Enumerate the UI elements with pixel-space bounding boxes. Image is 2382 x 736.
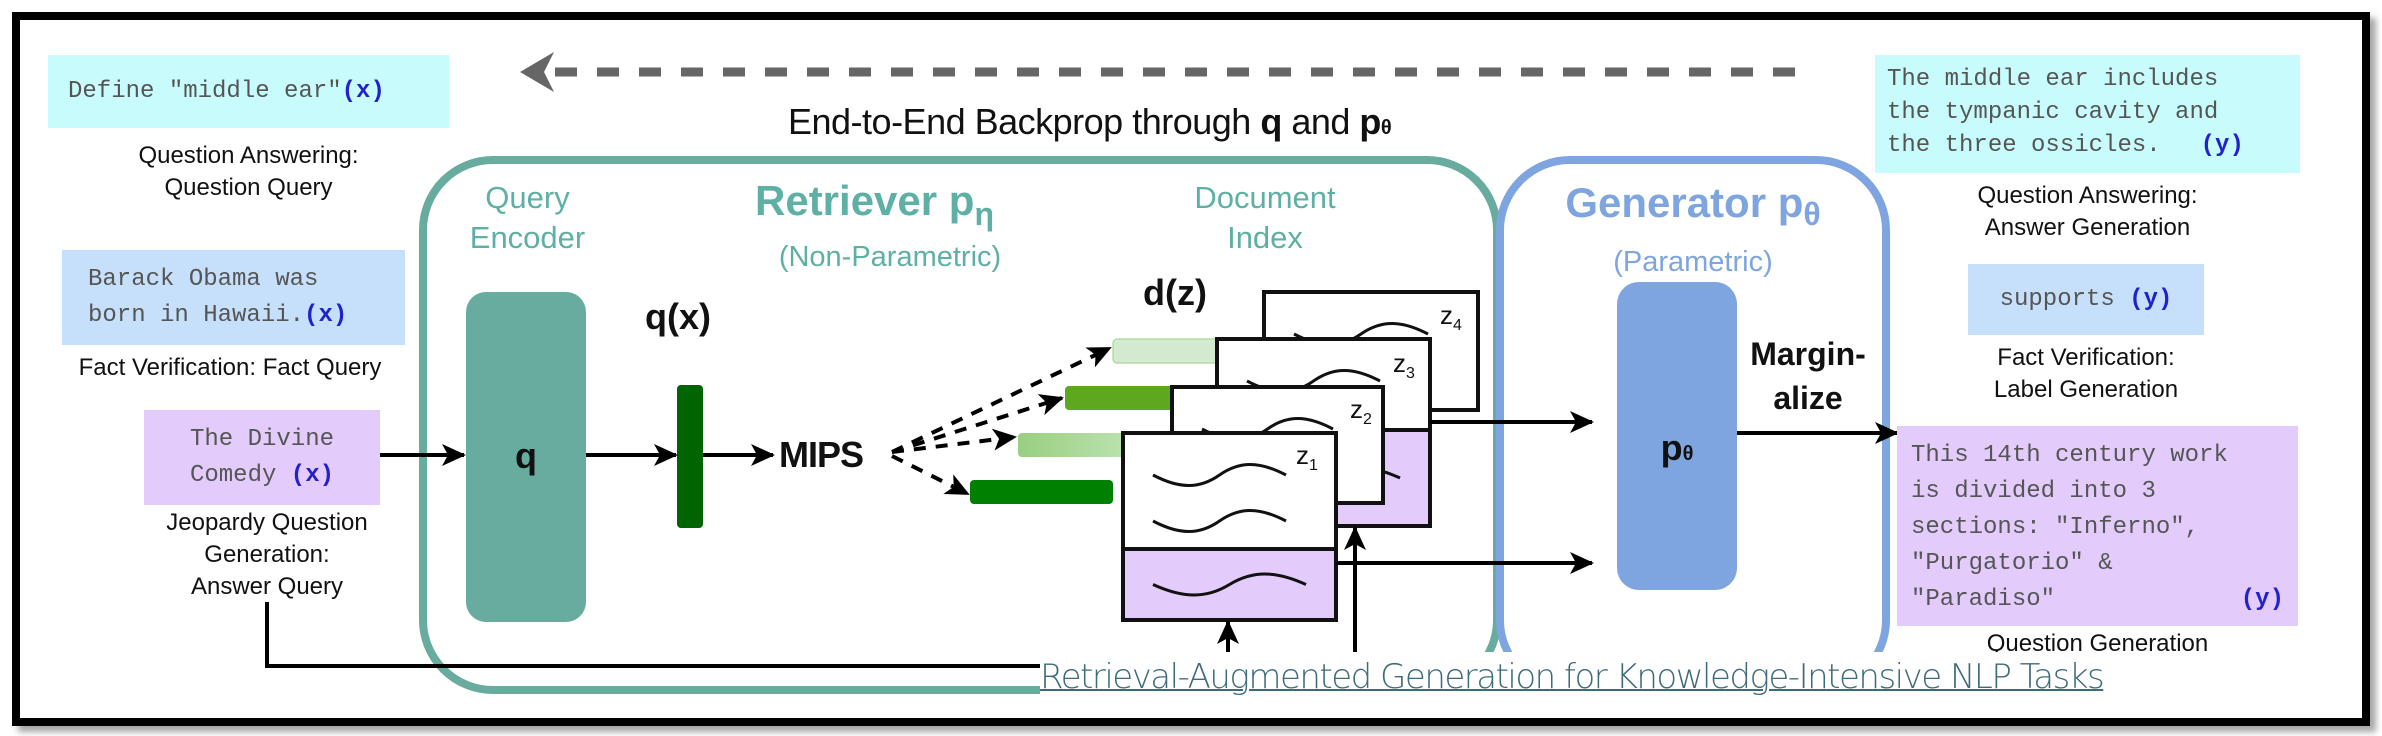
retriever-title: Retriever pη — [755, 177, 994, 232]
document-card-z1 — [1121, 431, 1338, 622]
doc-label-z1: z1 — [1296, 440, 1318, 475]
doc-label-z4: z4 — [1440, 300, 1462, 335]
query-vector-bar — [677, 385, 703, 528]
backprop-arrowhead — [520, 52, 554, 92]
query-encoder-block — [466, 292, 586, 622]
document-index-label: Document Index — [1194, 180, 1336, 255]
generator-block — [1617, 282, 1737, 590]
retriever-subtitle: (Non-Parametric) — [778, 241, 1002, 273]
input-box-fact-verification: Barack Obama was born in Hawaii.(x) — [62, 250, 405, 345]
input-box-jeopardy: The Divine Comedy (x) — [144, 410, 380, 505]
task-label-question-generation: Question Generation — [1986, 630, 2209, 652]
doc-label-z2: z2 — [1350, 394, 1372, 429]
p-theta-label: pθ — [1660, 427, 1694, 468]
task-label-fact-query: Fact Verification: Fact Query — [78, 354, 382, 381]
answer-query-line — [265, 602, 1045, 668]
task-label-answer-query: Jeopardy Question Generation: Answer Que… — [166, 509, 368, 600]
backprop-label: End-to-End Backprop through q and pθ — [788, 101, 1392, 142]
mips-label: MIPS — [779, 434, 864, 475]
generator-subtitle: (Parametric) — [1613, 246, 1773, 278]
task-label-question-query: Question Answering: Question Query — [138, 142, 359, 201]
generator-title: Generator pθ — [1565, 179, 1821, 232]
task-label-answer-generation: Question Answering: Answer Generation — [1977, 182, 2198, 241]
doc-label-z3: z3 — [1393, 348, 1415, 383]
q-label: q — [515, 435, 537, 476]
query-encoder-label: Query Encoder — [469, 180, 586, 255]
task-label-label-generation: Fact Verification: Label Generation — [1993, 344, 2179, 403]
output-box-question: This 14th century work is divided into 3… — [1897, 426, 2298, 626]
output-box-answer: The middle ear includes the tympanic cav… — [1875, 55, 2300, 173]
dz-label: d(z) — [1143, 272, 1207, 313]
document-stack — [1121, 290, 1480, 622]
qx-label: q(x) — [645, 296, 711, 337]
mips-dashed-arrows — [891, 346, 1112, 496]
paper-title-link[interactable]: Retrieval-Augmented Generation for Knowl… — [1040, 652, 2112, 702]
marginalize-label: Margin- alize — [1750, 336, 1866, 416]
output-box-label: supports (y) — [1968, 264, 2204, 335]
doc-vector-bar-1 — [970, 480, 1113, 504]
input-box-question-answering: Define "middle ear"(x) — [48, 55, 449, 128]
